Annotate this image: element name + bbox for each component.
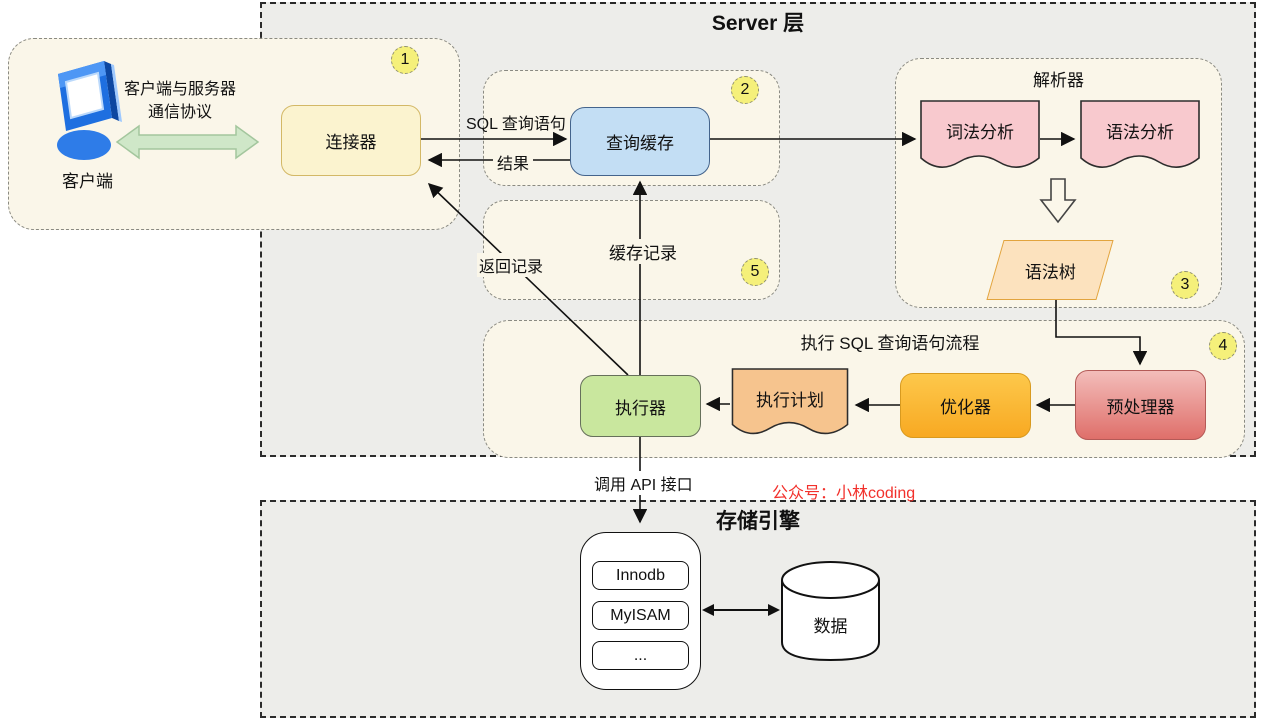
protocol-label: 客户端与服务器 通信协议 [110,78,250,124]
data-cylinder-label: 数据 [813,617,848,636]
step-badge-5: 5 [741,258,769,286]
lexical-analysis-node: 词法分析 [920,100,1040,180]
protocol-double-arrow-icon [115,122,260,162]
cache-record-label: 缓存记录 [606,239,680,264]
call-api-edge-label: 调用 API 接口 [590,471,697,495]
client-label: 客户端 [62,172,113,191]
step-badge-4: 4 [1209,332,1237,360]
flow-group-title: 执行 SQL 查询语句流程 [800,334,980,353]
client-monitor-icon [50,55,122,167]
storage-layer-title: 存储引擎 [716,510,800,533]
lexical-analysis-label: 词法分析 [946,123,1014,142]
exec-plan-label: 执行计划 [756,391,824,410]
protocol-label-line2: 通信协议 [147,104,212,121]
step-badge-1: 1 [391,46,419,74]
parser-group-title: 解析器 [1033,71,1084,90]
syntax-analysis-node: 语法分析 [1080,100,1200,180]
engine-item-innodb: Innodb [592,561,689,590]
engine-item-myisam: MyISAM [592,601,689,630]
connector-node: 连接器 [281,105,421,176]
syntax-tree-node: 语法树 [986,240,1114,300]
engine-item-other: ... [592,641,689,670]
big-down-arrow-icon [1039,178,1077,224]
query-cache-node: 查询缓存 [570,107,710,176]
watermark-text: 公众号：小林coding [772,485,916,502]
step-badge-3: 3 [1171,271,1199,299]
protocol-label-line1: 客户端与服务器 [123,81,236,98]
step-badge-2: 2 [731,76,759,104]
executor-node: 执行器 [580,375,701,437]
server-layer-title: Server 层 [711,12,805,35]
optimizer-node: 优化器 [900,373,1031,438]
exec-plan-node: 执行计划 [730,368,850,446]
data-cylinder: 数据 [780,560,881,662]
syntax-analysis-label: 语法分析 [1106,123,1174,142]
sql-query-edge-label: SQL 查询语句 [466,116,566,133]
return-record-edge-label: 返回记录 [477,253,546,277]
result-edge-label: 结果 [493,150,534,174]
preprocessor-node: 预处理器 [1075,370,1206,440]
